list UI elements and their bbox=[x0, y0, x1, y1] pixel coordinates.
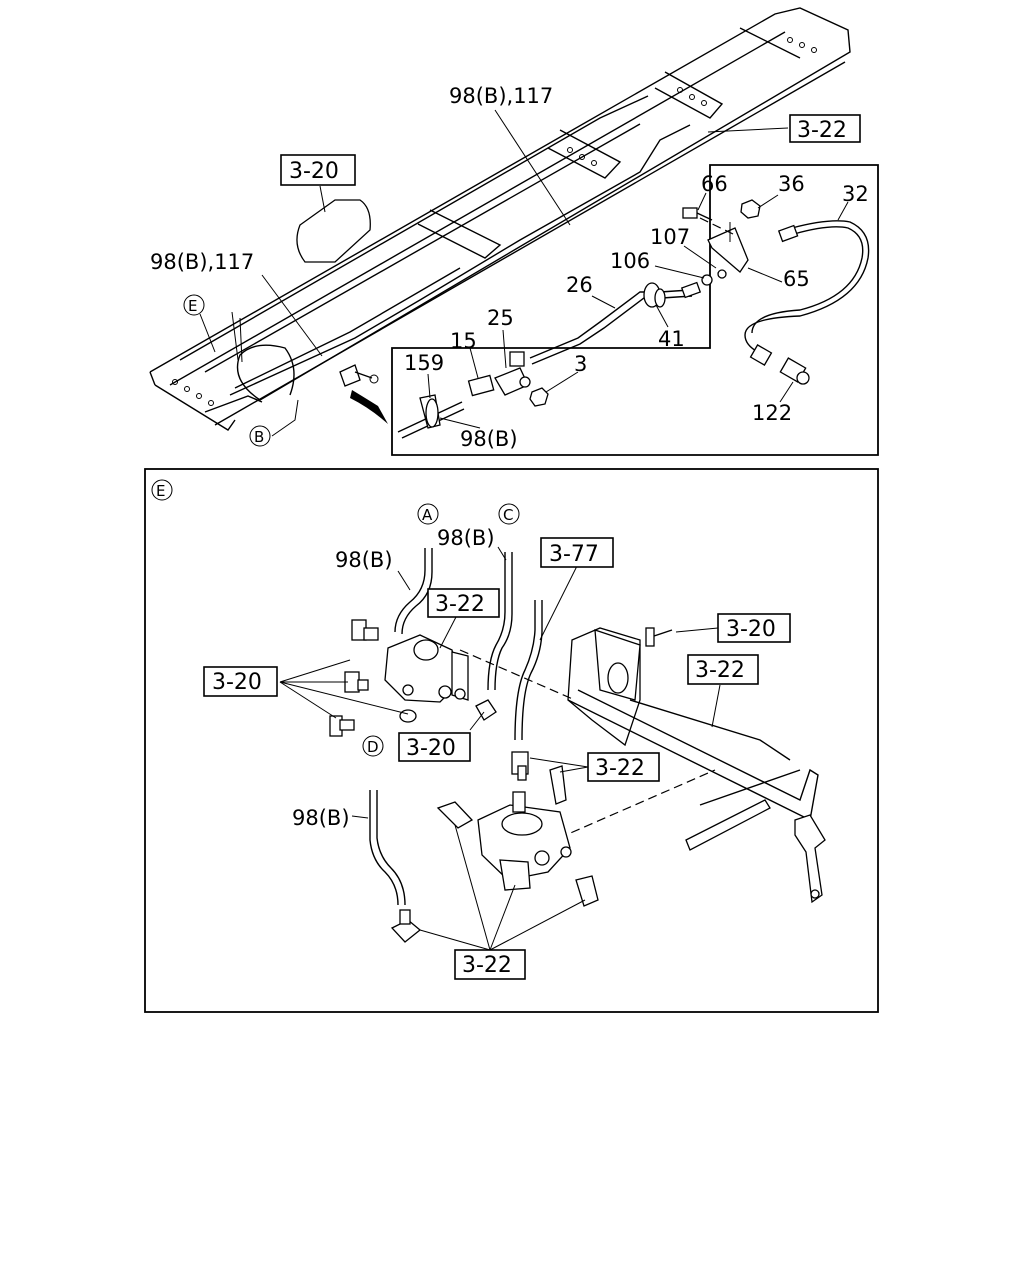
circle-marker-b-text: B bbox=[254, 428, 264, 446]
ref-box-3-77-text: 3-77 bbox=[549, 542, 599, 567]
ref-box-3-22-fittings: 3-22 bbox=[587, 752, 660, 782]
ref-box-3-20-top: 3-20 bbox=[280, 154, 356, 186]
circle-marker-e-small: E bbox=[183, 294, 205, 316]
ref-box-3-20-top-text: 3-20 bbox=[289, 159, 339, 184]
chassis-frame-drawing bbox=[149, 7, 851, 437]
part-number-3: 3 bbox=[574, 352, 587, 376]
circle-marker-d: D bbox=[362, 735, 384, 757]
ref-box-3-22-bottom: 3-22 bbox=[454, 949, 526, 980]
detail-e-panel-frame bbox=[144, 468, 879, 1013]
hose-a-ref-label: 98(B) bbox=[335, 548, 393, 572]
ref-box-3-22-bottom-text: 3-22 bbox=[462, 953, 512, 978]
part-number-41: 41 bbox=[658, 327, 685, 351]
ref-box-3-22-valve-text: 3-22 bbox=[435, 592, 485, 617]
ref-box-3-22-fittings-text: 3-22 bbox=[595, 756, 645, 781]
circle-marker-a: A bbox=[417, 503, 439, 525]
part-number-122: 122 bbox=[752, 401, 792, 425]
part-number-26: 26 bbox=[566, 273, 593, 297]
ref-box-3-20-bolt: 3-20 bbox=[717, 613, 791, 643]
ref-box-3-20-left: 3-20 bbox=[203, 666, 278, 697]
hose-d-ref-label: 98(B) bbox=[292, 806, 350, 830]
ref-box-3-20-bolt-text: 3-20 bbox=[726, 617, 776, 642]
part-number-65: 65 bbox=[783, 267, 810, 291]
ref-box-3-77: 3-77 bbox=[540, 537, 614, 568]
part-number-25: 25 bbox=[487, 306, 514, 330]
hose-c-ref-label: 98(B) bbox=[437, 526, 495, 550]
ref-box-3-20-left-text: 3-20 bbox=[212, 670, 262, 695]
circle-marker-c-text: C bbox=[503, 506, 513, 524]
circle-marker-b: B bbox=[249, 425, 271, 447]
left-frame-ref-label: 98(B),117 bbox=[150, 250, 254, 274]
circle-marker-d-text: D bbox=[367, 738, 379, 756]
ref-box-3-20-mid-text: 3-20 bbox=[406, 736, 456, 761]
ref-box-3-22-top-text: 3-22 bbox=[797, 118, 847, 143]
part-number-159: 159 bbox=[404, 351, 444, 375]
inset-panel-frame bbox=[391, 164, 879, 456]
part-number-98b-inset: 98(B) bbox=[460, 427, 518, 451]
part-number-32: 32 bbox=[842, 182, 869, 206]
part-number-36: 36 bbox=[778, 172, 805, 196]
detail-e-marker-text: E bbox=[156, 482, 165, 500]
ref-box-3-22-valve: 3-22 bbox=[427, 588, 500, 618]
detail-e-marker: E bbox=[151, 479, 173, 501]
ref-box-3-22-bracket: 3-22 bbox=[687, 654, 759, 685]
ref-box-3-22-bracket-text: 3-22 bbox=[695, 658, 745, 683]
inset-pipe-parts bbox=[397, 192, 870, 439]
circle-marker-c: C bbox=[498, 503, 520, 525]
part-number-106: 106 bbox=[610, 249, 650, 273]
ref-box-3-22-top: 3-22 bbox=[789, 114, 861, 143]
circle-marker-e-small-text: E bbox=[188, 297, 197, 315]
detail-e-parts bbox=[279, 546, 826, 951]
part-number-15: 15 bbox=[450, 329, 477, 353]
part-number-66: 66 bbox=[701, 172, 728, 196]
circle-marker-a-text: A bbox=[422, 506, 433, 524]
part-number-107: 107 bbox=[650, 225, 690, 249]
top-frame-ref-label: 98(B),117 bbox=[449, 84, 553, 108]
ref-box-3-20-mid: 3-20 bbox=[398, 732, 471, 762]
